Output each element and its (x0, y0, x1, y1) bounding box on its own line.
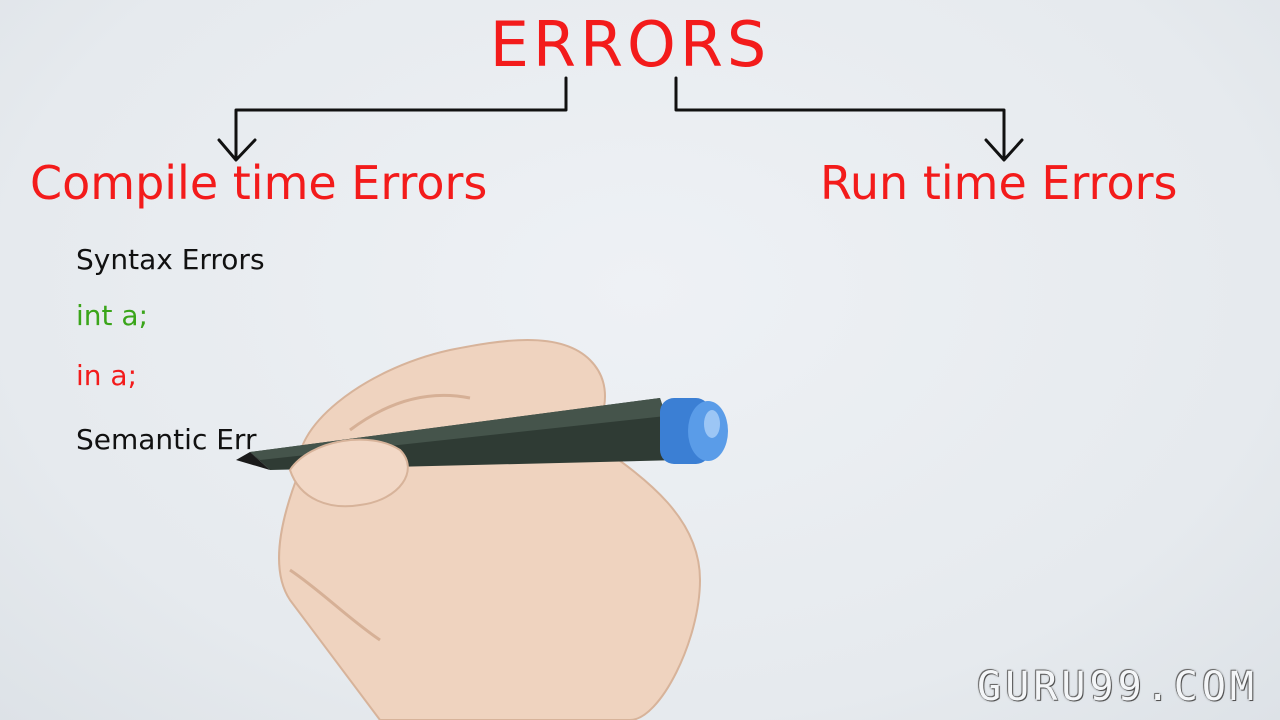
hand-with-marker-icon (236, 339, 728, 720)
diagram-title: ERRORS (489, 8, 771, 81)
watermark-logo: GURU99.COM (977, 664, 1258, 710)
left-arrowhead (217, 138, 257, 162)
syntax-errors-label: Syntax Errors (76, 243, 265, 276)
semantic-errors-label: Semantic Err (76, 423, 257, 456)
valid-code-example: int a; (76, 299, 148, 332)
left-connector-line (234, 76, 568, 160)
run-time-errors-heading: Run time Errors (820, 156, 1178, 210)
invalid-code-example: in a; (76, 359, 138, 392)
compile-time-errors-heading: Compile time Errors (30, 156, 488, 210)
right-connector-line (674, 76, 1006, 160)
right-arrowhead (984, 138, 1024, 162)
